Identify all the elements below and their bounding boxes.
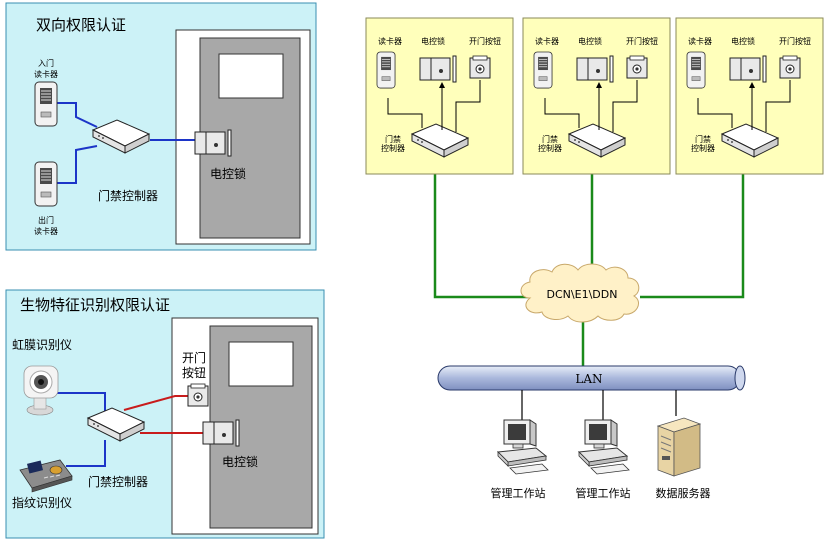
panel-dual-title: 双向权限认证 [36, 16, 126, 34]
data-server-icon [656, 417, 702, 477]
workstation-2-icon [578, 419, 630, 475]
panel-biometric-auth: 生物特征识别权限认证 虹膜识别仪 指纹识 [5, 289, 325, 539]
controller-label: 门禁控制器 [88, 474, 148, 489]
line-exit-reader [57, 145, 98, 184]
exit-reader-label-1: 出门 [38, 215, 54, 225]
open-button-icon [187, 383, 209, 407]
button-label: 开门按钮 [779, 36, 811, 46]
button-label: 开门按钮 [469, 36, 501, 46]
line-iris [57, 392, 106, 418]
connector-button [455, 80, 481, 132]
door-window [228, 341, 294, 387]
open-button-icon [626, 55, 648, 79]
controller-label-2: 控制器 [691, 143, 715, 153]
workstation-1-icon [497, 419, 549, 475]
network-section: 读卡器电控锁开门按钮门禁控制器 读卡器电控锁开门按钮门禁控制器 读卡器电控锁开门… [365, 17, 824, 500]
lan-bus: LAN [437, 365, 746, 391]
lock-label: 电控锁 [578, 36, 602, 46]
line-open-button [123, 395, 188, 411]
lock-label: 电控锁 [222, 454, 258, 469]
entry-reader-icon [34, 81, 58, 127]
fingerprint-label: 指纹识别仪 [12, 495, 72, 510]
controller-label: 门禁控制器 [98, 188, 158, 203]
lock-label: 电控锁 [731, 36, 755, 46]
exit-reader-label-2: 读卡器 [34, 226, 58, 236]
fingerprint-scanner-icon [19, 459, 73, 493]
lock-label: 电控锁 [210, 166, 246, 181]
reader-label: 读卡器 [688, 36, 712, 46]
arrow-head [749, 82, 755, 88]
wan-line-site-1 [433, 164, 528, 299]
wan-cloud: DCN\E1\DDN [520, 263, 640, 323]
workstation-1-label: 管理工作站 [491, 486, 546, 500]
line-fingerprint [66, 440, 106, 467]
entry-reader-label-1: 入门 [38, 58, 54, 68]
cloud-label: DCN\E1\DDN [547, 288, 618, 301]
entry-reader-label-2: 读卡器 [34, 69, 58, 79]
controller-label-1: 门禁 [695, 134, 711, 144]
open-button-icon [469, 55, 491, 79]
iris-scanner-icon [23, 365, 59, 416]
reader-label: 读卡器 [535, 36, 559, 46]
reader-label: 读卡器 [378, 36, 402, 46]
iris-label: 虹膜识别仪 [12, 338, 72, 352]
connector-reader [544, 98, 580, 128]
arrow-head [596, 82, 602, 88]
workstation-2-label: 管理工作站 [576, 486, 631, 500]
button-label: 开门按钮 [626, 36, 658, 46]
connector-reader [387, 98, 423, 128]
controller-label-1: 门禁 [542, 134, 558, 144]
lan-label: LAN [575, 372, 602, 386]
arrow-head [439, 82, 445, 88]
panel-bio-title: 生物特征识别权限认证 [20, 296, 170, 314]
panel-dual-auth: 双向权限认证 入门 读卡器 出门 读卡器 门禁控制器 电控锁 [5, 2, 317, 251]
exit-reader-icon [34, 161, 58, 207]
line-entry-reader [57, 102, 98, 128]
open-button-label-1: 开门 [182, 350, 206, 365]
open-button-icon [779, 55, 801, 79]
connector-button [612, 80, 638, 132]
controller-label-2: 控制器 [381, 143, 405, 153]
controller-label-1: 门禁 [385, 134, 401, 144]
lock-label: 电控锁 [421, 36, 445, 46]
controller-label-2: 控制器 [538, 143, 562, 153]
wan-line-site-3 [640, 164, 745, 299]
reader-icon [376, 51, 396, 89]
reader-icon [533, 51, 553, 89]
open-button-label-2: 按钮 [182, 365, 206, 380]
reader-icon [686, 51, 706, 89]
door-window [218, 53, 284, 99]
connector-button [765, 80, 791, 132]
data-server-label: 数据服务器 [656, 486, 711, 500]
connector-reader [697, 98, 733, 128]
